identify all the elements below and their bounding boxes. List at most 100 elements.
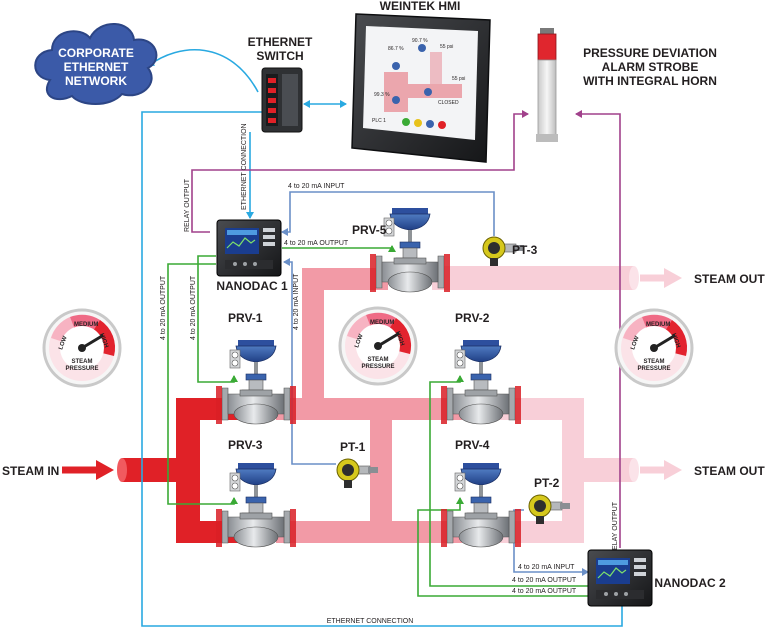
- wiring: [141, 49, 626, 627]
- cloud-label-line1: CORPORATE: [58, 46, 134, 60]
- pt1-label: PT-1: [340, 440, 366, 454]
- hmi-readout-7: PLC 1: [372, 118, 386, 124]
- prv1-output-label: 4 to 20 mA OUTPUT: [190, 275, 197, 340]
- prv-2: PRV-2: [440, 311, 522, 425]
- prv4-output-wire: [417, 497, 588, 597]
- hmi-readout-4: CLOSED: [438, 100, 459, 106]
- gauge-right-line1: STEAM: [644, 359, 665, 365]
- pt2-input-label: 4 to 20 mA INPUT: [518, 564, 575, 571]
- ethernet-wire-left: [141, 111, 262, 470]
- switch-label-line2: SWITCH: [256, 49, 303, 63]
- gauge-left-high: HIGH: [98, 333, 109, 349]
- steam-pressure-gauge-right: STEAM PRESSURE LOW MEDIUM HIGH: [614, 308, 694, 388]
- pipe-header-upper: [276, 398, 462, 420]
- hmi-readout-3: 99.3 %: [374, 92, 390, 98]
- hmi-yellow-button[interactable]: [414, 119, 422, 127]
- relay-wire-nanodac2: [575, 110, 621, 548]
- nanodac1-label: NANODAC 1: [216, 279, 288, 293]
- prv3-output-wire: [167, 263, 238, 505]
- prv4-label: PRV-4: [455, 438, 490, 452]
- gauge-left-medium: MEDIUM: [74, 322, 98, 328]
- nanodac-2: NANODAC 2: [587, 549, 726, 607]
- weintek-hmi: WEINTEK HMI 86.7 % 90.7 % 99.3 % CLOSED …: [351, 0, 491, 163]
- prv5-output-label: 4 to 20 mA OUTPUT: [284, 240, 349, 247]
- ethernet-connection-bottom-label: ETHERNET CONNECTION: [327, 618, 414, 625]
- pipe-riser-prv5: [302, 268, 324, 400]
- pt1-input-wire: [283, 258, 336, 465]
- steam-pressure-gauge-left: STEAM PRESSURE LOW MEDIUM HIGH: [42, 308, 122, 388]
- hmi-title: WEINTEK HMI: [380, 0, 461, 13]
- pt3-input-label: 4 to 20 mA INPUT: [288, 183, 345, 190]
- relay-wire-nanodac1: [191, 110, 529, 233]
- hmi-readout-1: 86.7 %: [388, 46, 404, 52]
- cloud-label-line3: NETWORK: [65, 74, 127, 88]
- pipe-network: [117, 266, 639, 543]
- pipe-header-lower: [276, 521, 462, 543]
- strobe-label-line2: ALARM STROBE: [602, 60, 699, 74]
- gauge-left-line1: STEAM: [72, 359, 93, 365]
- prv2-output-wire: [429, 375, 588, 587]
- switch-label-line1: ETHERNET: [248, 35, 313, 49]
- steam-out-upper-pipe: [432, 266, 634, 290]
- steam-out-lower-pipe: [584, 458, 634, 482]
- ethernet-cloud-link: [147, 49, 259, 93]
- prv1-label: PRV-1: [228, 311, 263, 325]
- hmi-readout-5: 55 psi: [440, 44, 453, 50]
- steam-in-label: STEAM IN: [2, 464, 59, 478]
- gauge-center-line2: PRESSURE: [361, 364, 394, 370]
- pt-1: PT-1: [336, 440, 379, 489]
- steam-pressure-gauge-center: STEAM PRESSURE LOW MEDIUM HIGH: [338, 306, 418, 386]
- prv4-output-label: 4 to 20 mA OUTPUT: [512, 588, 577, 595]
- pipe-left-riser: [176, 398, 200, 543]
- strobe-label-line1: PRESSURE DEVIATION: [583, 46, 717, 60]
- pt3-input-wire: [281, 191, 495, 236]
- gauge-center-medium: MEDIUM: [370, 320, 394, 326]
- pt2-label: PT-2: [534, 476, 560, 490]
- prv2-label: PRV-2: [455, 311, 490, 325]
- gauge-left-line2: PRESSURE: [65, 366, 98, 372]
- prv2-output-label: 4 to 20 mA OUTPUT: [512, 577, 577, 584]
- prv-4: PRV-4: [440, 438, 522, 548]
- nanodac-1: NANODAC 1: [216, 219, 288, 293]
- gauge-right-low: LOW: [630, 335, 641, 351]
- prv3-output-label: 4 to 20 mA OUTPUT: [160, 275, 167, 340]
- corporate-network-cloud: CORPORATE ETHERNET NETWORK: [34, 23, 158, 105]
- steam-in-pipe: [122, 458, 182, 482]
- hmi-green-button[interactable]: [402, 118, 410, 126]
- prv5-output-wire: [282, 245, 396, 252]
- hmi-readout-6: 55 psi: [452, 76, 465, 82]
- prv1-output-wire: [197, 255, 238, 383]
- prv-3: PRV-3: [215, 438, 297, 548]
- steam-out-lower-label: STEAM OUT: [694, 464, 765, 478]
- strobe-label-line3: WITH INTEGRAL HORN: [583, 74, 717, 88]
- cloud-label-line2: ETHERNET: [64, 60, 129, 74]
- hmi-readout-2: 90.7 %: [412, 38, 428, 44]
- alarm-strobe: PRESSURE DEVIATION ALARM STROBE WITH INT…: [536, 28, 717, 142]
- pt-2: PT-2: [528, 476, 571, 525]
- pt-3: PT-3: [482, 236, 538, 267]
- prv-1: PRV-1: [215, 311, 297, 425]
- gauge-center-high: HIGH: [394, 331, 405, 347]
- steam-out-upper-label: STEAM OUT: [694, 272, 765, 286]
- hmi-red-button[interactable]: [438, 121, 446, 129]
- hmi-blue-button[interactable]: [426, 120, 434, 128]
- relay-output-label-2: RELAY OUTPUT: [612, 501, 619, 555]
- relay-output-label-1: RELAY OUTPUT: [184, 178, 191, 232]
- gauge-left-low: LOW: [58, 335, 69, 351]
- gauge-center-line1: STEAM: [368, 357, 389, 363]
- prv3-label: PRV-3: [228, 438, 263, 452]
- ethernet-connection-vertical-label: ETHERNET CONNECTION: [241, 123, 248, 210]
- pt3-label: PT-3: [512, 243, 538, 257]
- prv-5: PRV-5: [352, 207, 451, 293]
- pt1-input-label: 4 to 20 mA INPUT: [293, 273, 300, 330]
- gauge-right-medium: MEDIUM: [646, 322, 670, 328]
- ethernet-switch: ETHERNET SWITCH: [248, 35, 313, 133]
- gauge-right-high: HIGH: [670, 333, 681, 349]
- gauge-center-low: LOW: [354, 333, 365, 349]
- ethernet-wire-bottom: [141, 470, 626, 627]
- nanodac2-label: NANODAC 2: [654, 576, 726, 590]
- prv5-label: PRV-5: [352, 223, 387, 237]
- gauge-right-line2: PRESSURE: [637, 366, 670, 372]
